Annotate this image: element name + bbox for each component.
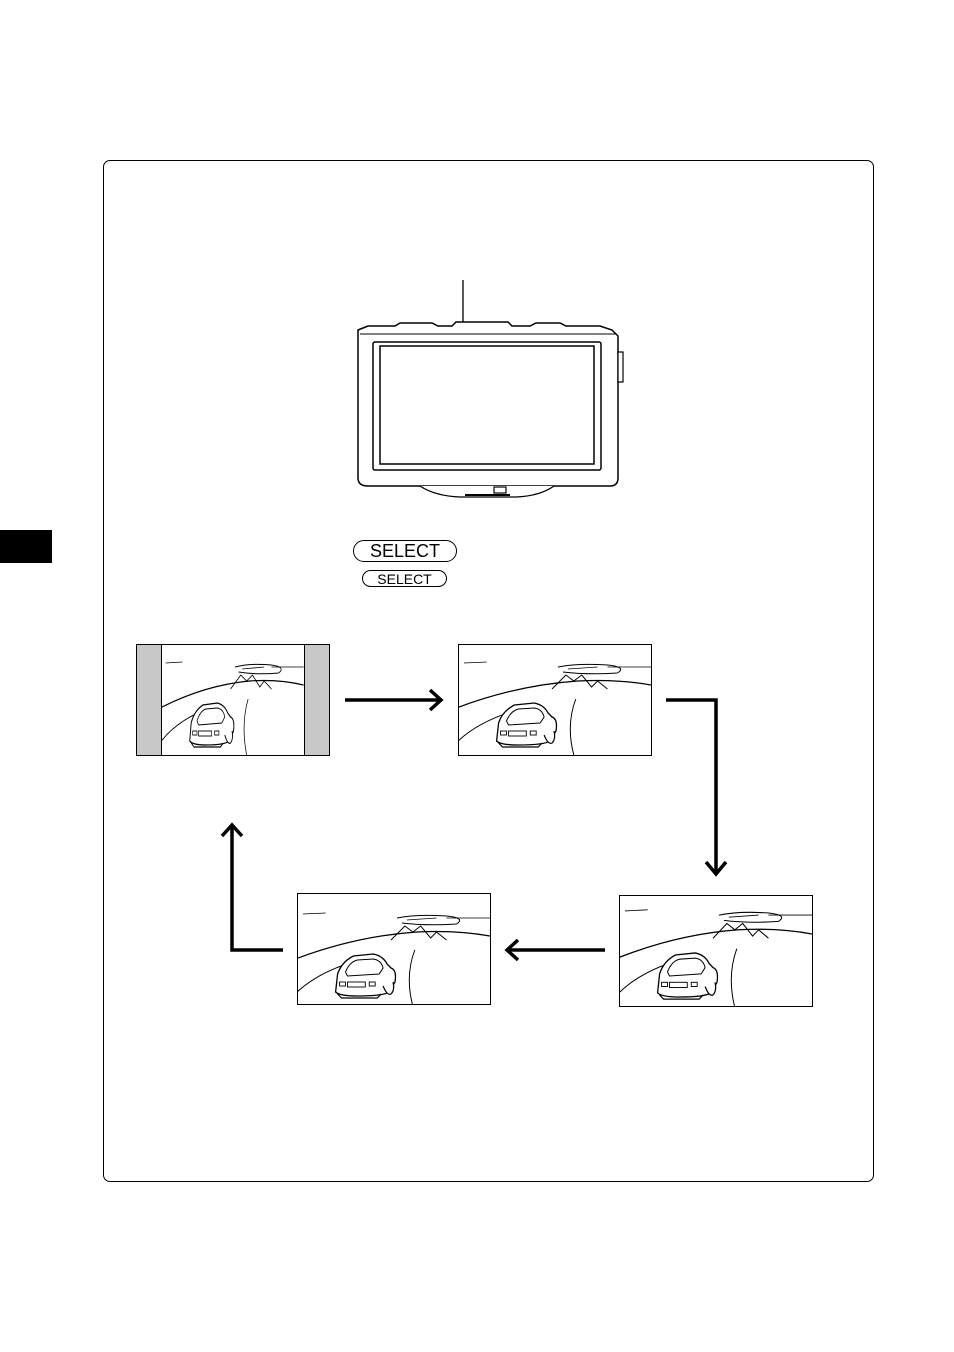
scene-illustration	[298, 894, 490, 1004]
monitor-drawing	[340, 278, 630, 503]
scene-illustration	[459, 645, 651, 755]
scene-illustration	[620, 896, 812, 1006]
screen-mode-normal	[136, 644, 330, 756]
monitor-illustration	[340, 278, 630, 503]
screen-mode-zoom	[619, 895, 813, 1007]
scene-illustration	[162, 645, 304, 755]
section-tab-marker	[0, 530, 52, 563]
screen-mode-full	[458, 644, 652, 756]
screen-mode-wide	[297, 893, 491, 1005]
select-button-small[interactable]: SELECT	[362, 570, 447, 587]
select-button-large[interactable]: SELECT	[353, 540, 457, 562]
